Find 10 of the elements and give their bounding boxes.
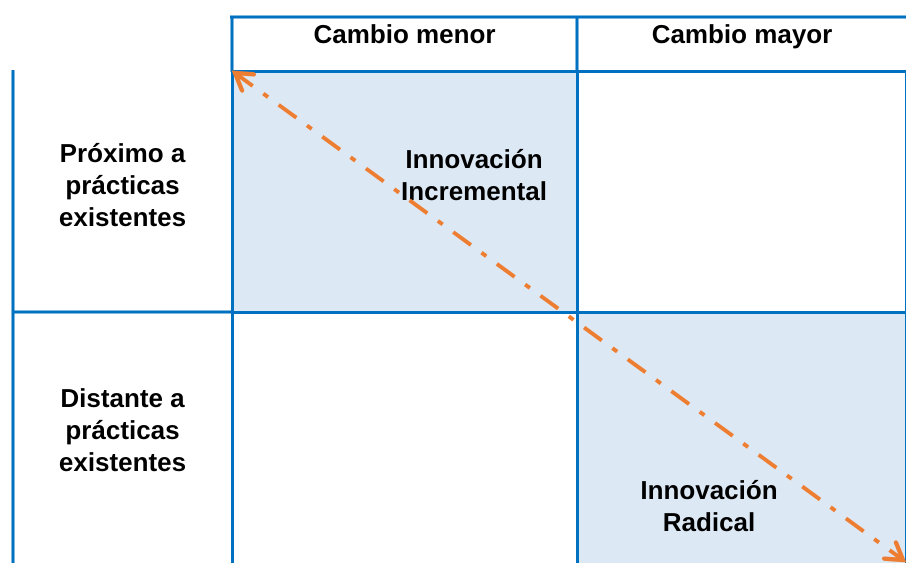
quadrant-cell (576, 311, 906, 563)
double-arrow (232, 70, 906, 562)
quadrant-label: Innovación Incremental (400, 143, 548, 207)
row-header: Próximo a prácticas existentes (58, 137, 188, 233)
column-header: Cambio menor (312, 18, 497, 50)
quadrant-cell (231, 70, 579, 314)
column-header: Cambio mayor (650, 18, 834, 50)
row-header: Distante a prácticas existentes (58, 382, 188, 478)
empty-cell (579, 70, 906, 311)
quadrant-label: Innovación Radical (639, 474, 779, 538)
